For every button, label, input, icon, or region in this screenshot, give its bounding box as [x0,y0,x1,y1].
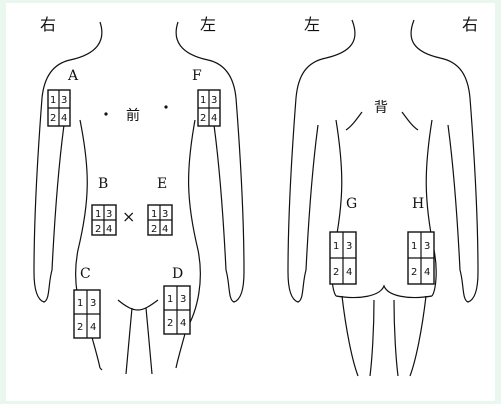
grid-a-cell-4: 4 [61,113,67,124]
site-grid-d: 1 3 2 4 [164,286,190,334]
grid-h-cell-2: 2 [411,267,417,278]
grid-c-cell-1: 1 [77,298,83,309]
site-grid-e: 1 3 2 4 [148,205,172,235]
grid-h-cell-4: 4 [424,267,430,278]
grid-d-cell-3: 3 [180,294,186,305]
front-dot-right [164,105,167,108]
navel-cross-mark: × [122,207,135,226]
site-grid-a: 1 3 2 4 [48,90,70,126]
site-label-f: F [192,68,202,84]
grid-f-cell-4: 4 [211,113,217,124]
grid-c-cell-4: 4 [90,322,96,333]
front-right-side-label: 右 [40,15,56,34]
front-dot-left [104,112,107,115]
site-label-e: E [157,176,167,192]
site-label-h: H [412,196,424,212]
site-label-d: D [172,266,183,282]
back-left-side-label: 左 [304,15,320,34]
grid-d-cell-1: 1 [167,294,173,305]
grid-f-cell-2: 2 [200,113,206,124]
site-grid-b: 1 3 2 4 [92,205,116,235]
grid-b-cell-3: 3 [106,209,112,220]
grid-g-cell-4: 4 [346,267,352,278]
site-label-b: B [98,176,108,192]
site-label-a: A [67,68,79,84]
grid-e-cell-1: 1 [151,209,157,220]
grid-a-cell-3: 3 [61,95,67,106]
site-grid-c: 1 3 2 4 [74,290,100,338]
grid-g-cell-1: 1 [333,241,339,252]
grid-c-cell-2: 2 [77,322,83,333]
grid-e-cell-3: 3 [162,209,168,220]
back-right-side-label: 右 [462,15,478,34]
site-grid-h: 1 3 2 4 [408,232,434,284]
site-grid-g: 1 3 2 4 [330,232,356,284]
grid-f-cell-1: 1 [200,95,206,106]
grid-h-cell-3: 3 [424,241,430,252]
front-center-label: 前 [126,107,140,124]
front-left-side-label: 左 [200,15,216,34]
grid-d-cell-2: 2 [167,318,173,329]
grid-e-cell-2: 2 [151,224,157,235]
grid-c-cell-3: 3 [90,298,96,309]
grid-b-cell-1: 1 [95,209,101,220]
grid-h-cell-1: 1 [411,241,417,252]
grid-g-cell-2: 2 [333,267,339,278]
grid-e-cell-4: 4 [162,224,168,235]
back-center-label: 背 [374,100,388,116]
grid-b-cell-4: 4 [106,224,112,235]
grid-a-cell-2: 2 [50,113,56,124]
grid-a-cell-1: 1 [50,95,56,106]
back-body-outline [288,20,478,376]
grid-f-cell-3: 3 [211,95,217,106]
front-body-outline [34,22,244,374]
site-grid-f: 1 3 2 4 [198,90,220,126]
grid-b-cell-2: 2 [95,224,101,235]
site-label-c: C [80,266,91,282]
grid-g-cell-3: 3 [346,241,352,252]
site-label-g: G [346,196,357,212]
grid-d-cell-4: 4 [180,318,186,329]
